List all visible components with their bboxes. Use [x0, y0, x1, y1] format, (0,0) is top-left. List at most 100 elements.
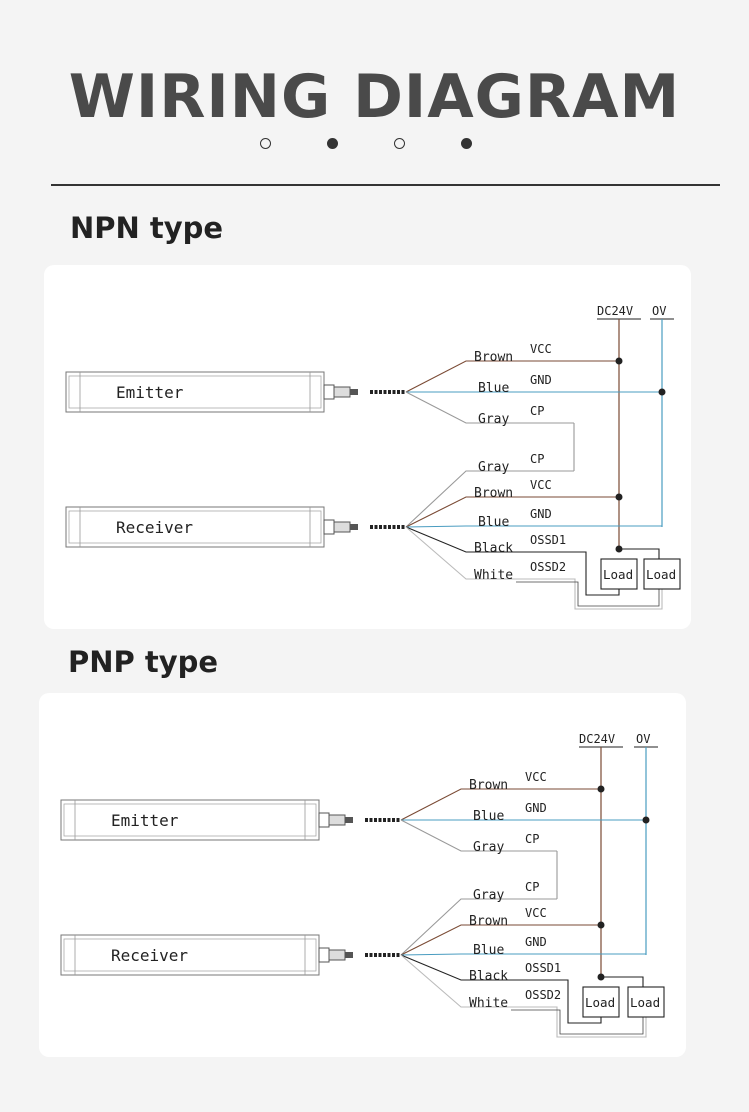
emitter-wire-label-brown: Brown [474, 350, 513, 365]
receiver-signal-gnd: GND [525, 935, 547, 949]
load-label: Load [630, 995, 660, 1010]
junction-dot [597, 921, 605, 929]
load-box [643, 558, 681, 590]
emitter-wire-label-blue: Blue [478, 381, 509, 396]
load-label: Load [585, 995, 615, 1010]
receiver-wire-label-white: White [474, 568, 513, 583]
receiver-signal-ossd2: OSSD2 [530, 560, 566, 574]
dot-icon [461, 138, 472, 149]
receiver-wire-white [405, 526, 516, 580]
receiver-wire-blue [400, 953, 511, 956]
emitter-body [60, 799, 320, 841]
emitter-wire-label-gray: Gray [478, 412, 509, 427]
receiver-inner [68, 510, 322, 544]
receiver-connector-nut [328, 949, 346, 961]
receiver-wire-label-black: Black [474, 541, 513, 556]
receiver-signal-ossd2: OSSD2 [525, 988, 561, 1002]
decorative-dots [0, 138, 749, 152]
junction-dot [597, 973, 605, 981]
receiver-wire-label-gray: Gray [478, 460, 509, 475]
dot-icon [260, 138, 271, 149]
supply-label-dc24v: DC24V [579, 732, 615, 746]
receiver-wire-label-blue: Blue [473, 943, 504, 958]
load-label: Load [646, 567, 676, 582]
emitter-wire-brown [405, 360, 516, 393]
junction-dot [615, 493, 623, 501]
emitter-inner [63, 803, 317, 837]
receiver-connector [318, 947, 330, 963]
receiver-wire-blue [405, 525, 516, 528]
receiver-wire-label-blue: Blue [478, 515, 509, 530]
receiver-label: Receiver [111, 946, 188, 965]
receiver-wire-label-brown: Brown [469, 914, 508, 929]
ossd1-run [516, 551, 620, 596]
dot-icon [327, 138, 338, 149]
receiver-signal-cp: CP [525, 880, 539, 894]
emitter-wire-label-gray: Gray [473, 840, 504, 855]
receiver-wire-black [400, 954, 511, 981]
receiver-body [65, 506, 325, 548]
receiver-wire-gray [400, 898, 511, 956]
emitter-body [65, 371, 325, 413]
receiver-wire-label-gray: Gray [473, 888, 504, 903]
npn-section-title: NPN type [70, 211, 224, 245]
receiver-connector-tip [350, 524, 358, 530]
ossd2-run [511, 1006, 647, 1038]
receiver-wire-label-black: Black [469, 969, 508, 984]
receiver-wire-brown [400, 924, 511, 956]
emitter-connector-tip [345, 817, 353, 823]
emitter-signal-vcc: VCC [530, 342, 552, 356]
junction-dot [615, 545, 623, 553]
receiver-connector-nut [333, 521, 351, 533]
emitter-inner [68, 375, 322, 409]
receiver-wire-black [405, 526, 516, 553]
junction-dot [615, 357, 623, 365]
supply-label-ov: OV [636, 732, 650, 746]
emitter-wire-label-blue: Blue [473, 809, 504, 824]
ossd2-run-outline [511, 1009, 644, 1035]
emitter-connector-tip [350, 389, 358, 395]
receiver-inner [63, 938, 317, 972]
ossd2-run [516, 578, 663, 610]
receiver-label: Receiver [116, 518, 193, 537]
emitter-connector-nut [328, 814, 346, 826]
emitter-signal-cp: CP [530, 404, 544, 418]
emitter-wire-brown [400, 788, 511, 821]
emitter-label: Emitter [116, 383, 184, 402]
junction-dot [642, 816, 650, 824]
receiver-connector [323, 519, 335, 535]
receiver-signal-vcc: VCC [525, 906, 547, 920]
receiver-wire-white [400, 954, 511, 1008]
ossd2-run-outline [516, 581, 660, 607]
title-divider [51, 184, 720, 186]
emitter-signal-cp: CP [525, 832, 539, 846]
receiver-wire-label-brown: Brown [474, 486, 513, 501]
receiver-signal-cp: CP [530, 452, 544, 466]
junction-dot [597, 785, 605, 793]
receiver-signal-gnd: GND [530, 507, 552, 521]
supply-label-ov: OV [652, 304, 666, 318]
junction-dot [658, 388, 666, 396]
receiver-signal-vcc: VCC [530, 478, 552, 492]
emitter-signal-vcc: VCC [525, 770, 547, 784]
receiver-wire-label-white: White [469, 996, 508, 1011]
load-label: Load [603, 567, 633, 582]
receiver-wire-brown [405, 496, 516, 528]
page-title: WIRING DIAGRAM [68, 62, 681, 132]
load-supply-link [619, 548, 660, 559]
dot-icon [394, 138, 405, 149]
receiver-body [60, 934, 320, 976]
emitter-connector-nut [333, 386, 351, 398]
receiver-connector-tip [345, 952, 353, 958]
load-box [600, 558, 638, 590]
emitter-wire-gray [405, 391, 516, 424]
pnp-section-title: PNP type [68, 645, 219, 679]
emitter-signal-gnd: GND [530, 373, 552, 387]
load-supply-link [601, 976, 644, 987]
emitter-connector [318, 812, 330, 828]
supply-label-dc24v: DC24V [597, 304, 633, 318]
